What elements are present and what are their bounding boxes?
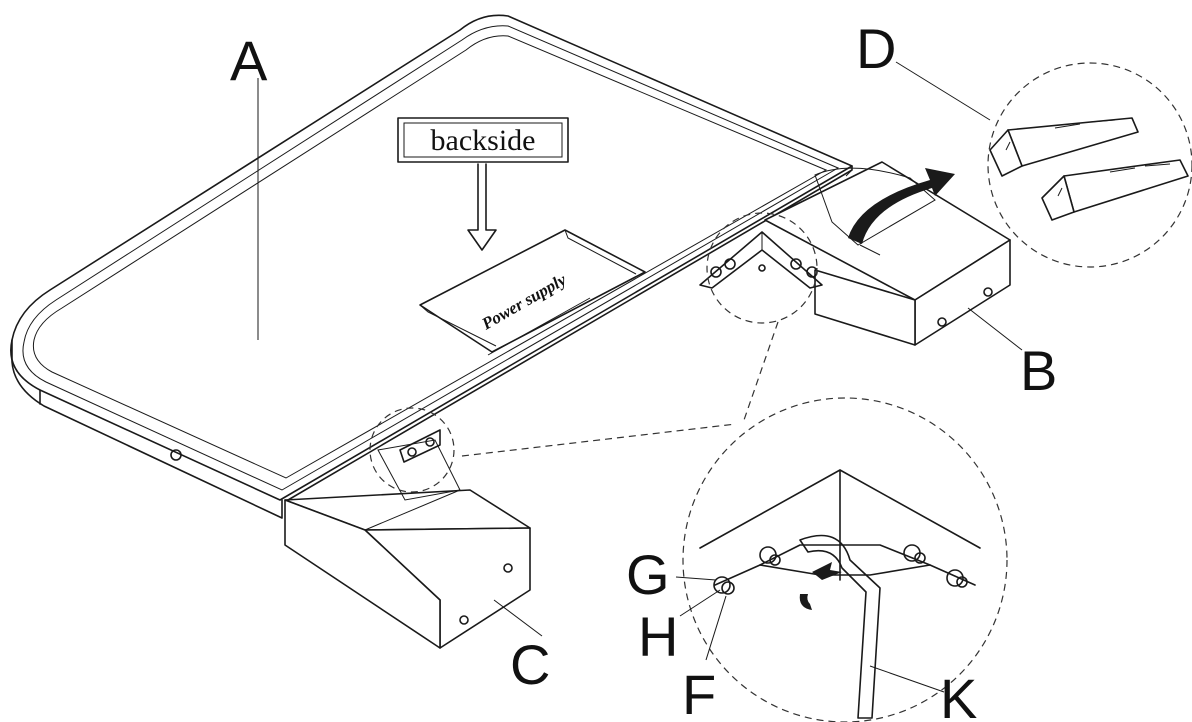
table-top-frame — [10, 14, 853, 519]
corner-wing-nut-left — [710, 258, 736, 278]
curved-arrow-icon — [848, 168, 955, 244]
wing-nut-left-top — [759, 546, 781, 566]
leg-c — [284, 429, 531, 649]
backside-callout: backside — [397, 117, 569, 251]
wing-nut-right-top — [903, 544, 926, 564]
leg-c-bracket — [399, 429, 441, 463]
leg-c-hole-1 — [459, 615, 469, 625]
wing-nut-g — [713, 576, 735, 595]
wing-nut-right — [946, 569, 968, 588]
backside-label: backside — [431, 124, 536, 157]
leg-b-hole-2 — [983, 287, 993, 297]
detail-d-brackets — [987, 62, 1192, 268]
detail-fastener-closeup — [682, 397, 1008, 722]
label-c: C — [510, 633, 550, 696]
detail-circle-right — [706, 212, 818, 324]
label-f: F — [682, 663, 716, 722]
hex-key-k — [799, 534, 881, 719]
arrow-down-icon — [467, 163, 497, 251]
detail-circle-left — [369, 407, 455, 493]
power-supply-box: Power supply — [419, 229, 646, 356]
label-g: G — [626, 543, 670, 606]
label-k: K — [940, 667, 977, 722]
leg-b-hole-1 — [937, 317, 947, 327]
leg-b — [699, 161, 1011, 346]
label-a: A — [230, 29, 268, 92]
leg-c-hole-2 — [503, 563, 513, 573]
label-b: B — [1020, 339, 1057, 402]
rotate-arrow-icon — [812, 562, 842, 580]
side-hole — [170, 449, 182, 461]
label-h: H — [638, 605, 678, 668]
label-d: D — [856, 17, 896, 80]
